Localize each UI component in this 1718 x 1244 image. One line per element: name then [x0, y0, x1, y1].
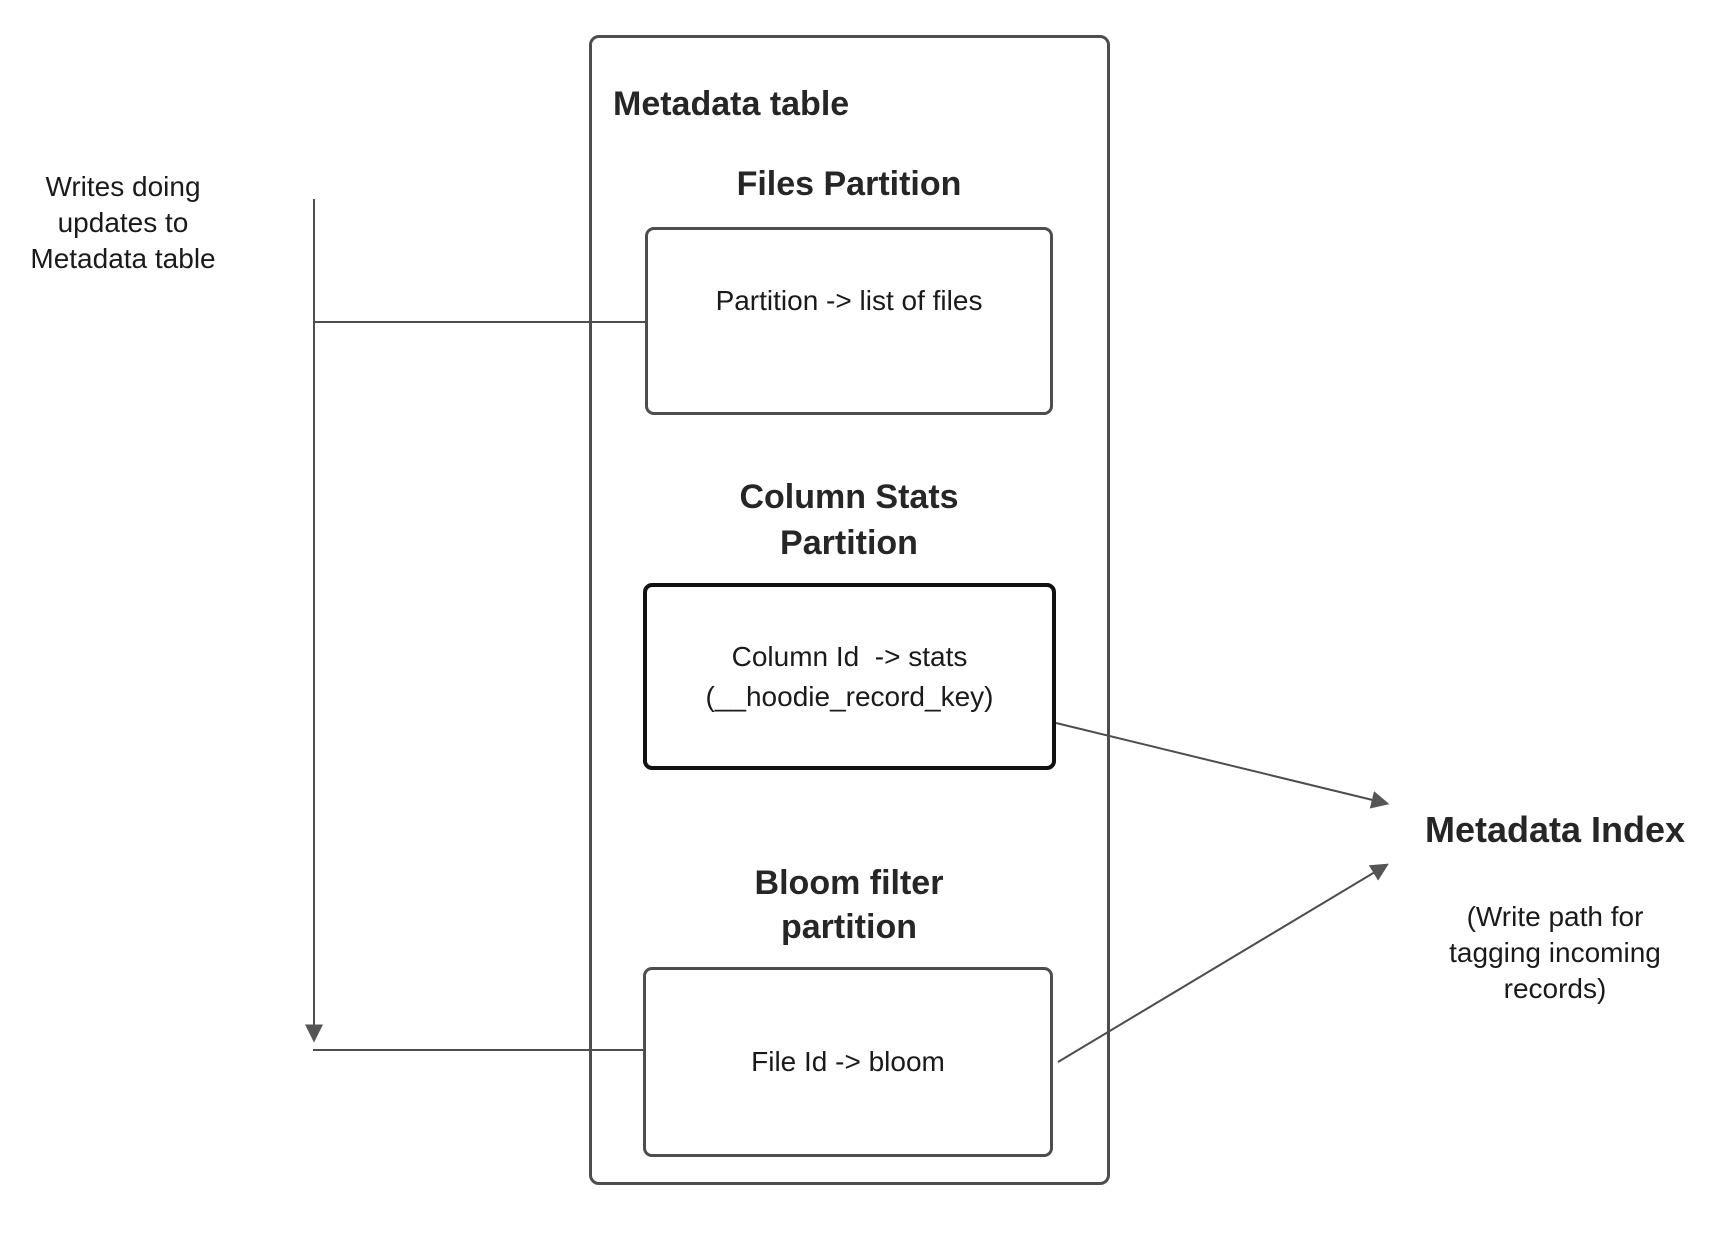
metadata-index-title: Metadata Index	[1424, 809, 1686, 850]
metadata-table-title: Metadata table	[613, 85, 850, 123]
column-stats-partition-heading: Column Stats Partition	[739, 478, 959, 562]
bloom-to-index-arrow	[1057, 863, 1389, 1063]
bloom-filter-partition-box: File Id -> bloom	[643, 967, 1053, 1157]
metadata-index-subtitle: (Write path for tagging incoming records…	[1449, 901, 1661, 1004]
metadata-table-box	[589, 35, 1110, 1185]
files-partition-box-text: Partition -> list of files	[715, 285, 983, 316]
files-partition-box: Partition -> list of files	[645, 227, 1053, 415]
writes-note: Writes doing updates to Metadata table	[30, 171, 216, 274]
column-stats-partition-box-text: Column Id -> stats (__hoodie_record_key)	[705, 640, 994, 712]
column-stats-partition-box: Column Id -> stats (__hoodie_record_key)	[643, 583, 1056, 770]
files-partition-heading: Files Partition	[736, 165, 962, 203]
bloom-filter-partition-box-text: File Id -> bloom	[751, 1046, 945, 1077]
column-stats-to-index-arrow	[1055, 722, 1390, 809]
bloom-filter-partition-heading: Bloom filter partition	[754, 864, 944, 946]
